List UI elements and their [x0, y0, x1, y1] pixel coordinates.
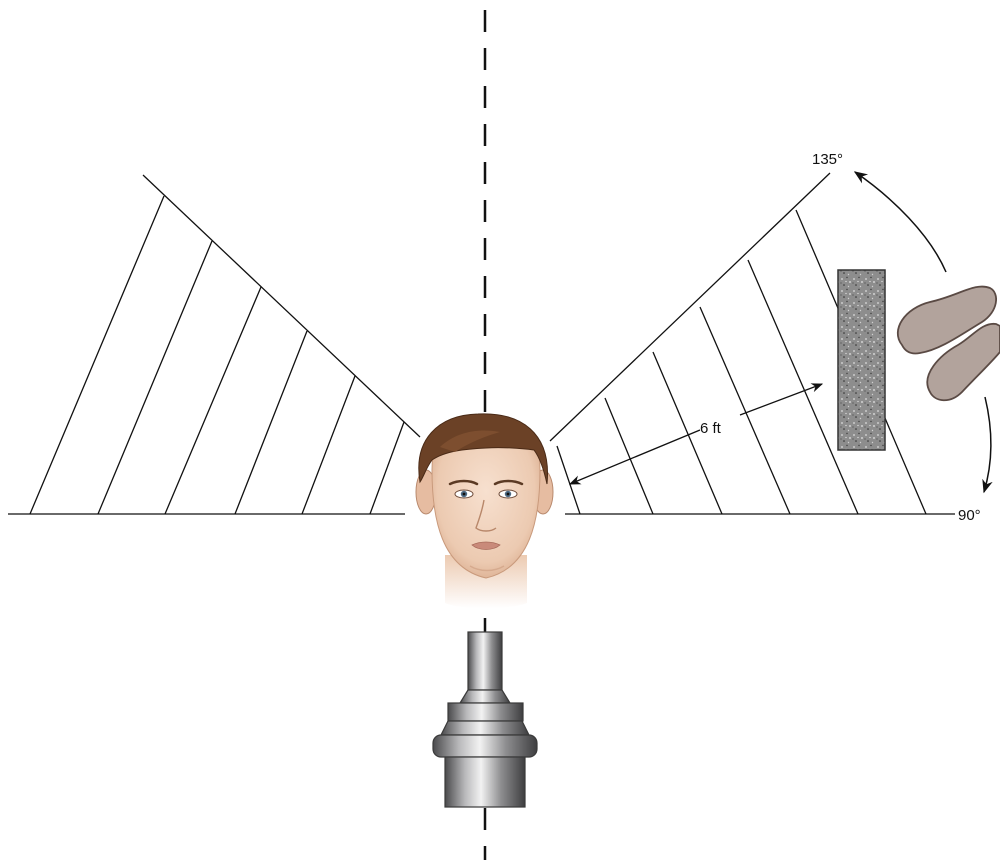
left-sector-hatching	[30, 175, 420, 514]
angle-label-90: 90°	[958, 507, 981, 524]
distance-label: 6 ft	[700, 420, 722, 437]
angle-label-135: 135°	[812, 151, 843, 168]
panel	[838, 270, 885, 450]
footprints-icon	[898, 287, 1000, 401]
microphone-icon	[433, 632, 537, 807]
head-icon	[416, 414, 553, 608]
distance-arrow	[570, 384, 822, 484]
